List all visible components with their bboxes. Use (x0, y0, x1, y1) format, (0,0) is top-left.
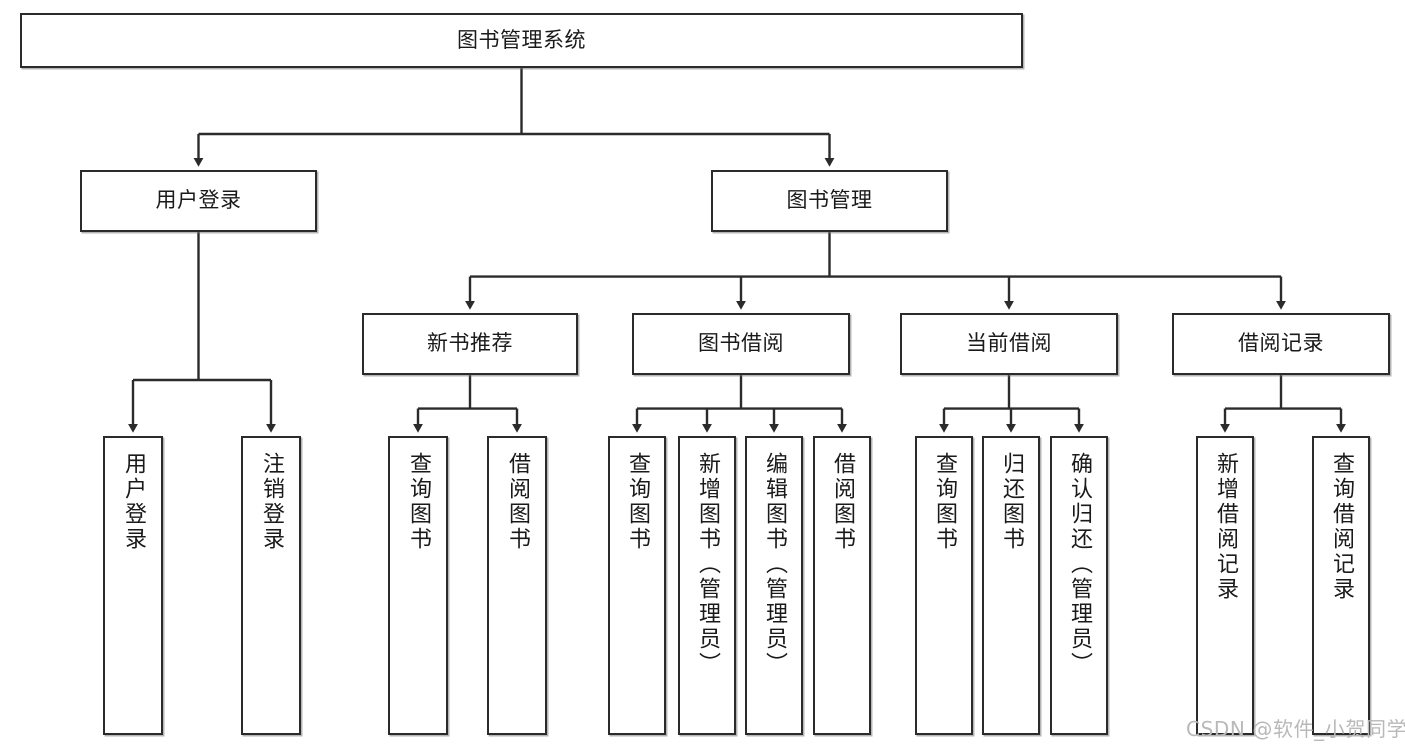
leaf-node-leaf-query-borrow-record[interactable]: 查询借阅记录 (1312, 436, 1370, 735)
leaf-node-leaf-borrow-book[interactable]: 借阅图书 (813, 436, 871, 735)
leaf-node-leaf-add-borrow-record[interactable]: 新增借阅记录 (1196, 436, 1254, 735)
leaf-node-leaf-query-book-rec[interactable]: 查询图书 (388, 436, 448, 735)
node-label: 查询借阅记录 (1329, 452, 1354, 602)
node-borrow-record[interactable]: 借阅记录 (1172, 313, 1390, 375)
node-label: 借阅图书 (830, 452, 855, 552)
leaf-node-leaf-return-book[interactable]: 归还图书 (982, 436, 1040, 735)
leaf-node-leaf-add-book-admin[interactable]: 新增图书（管理员） (678, 436, 736, 735)
node-label: 借阅图书 (505, 452, 530, 552)
node-label: 查询图书 (932, 452, 957, 552)
leaf-node-leaf-confirm-return-admin[interactable]: 确认归还（管理员） (1050, 436, 1108, 735)
node-book-borrow[interactable]: 图书借阅 (632, 313, 850, 375)
node-label: 新增图书（管理员） (695, 452, 720, 677)
node-label: 图书管理系统 (457, 27, 586, 52)
leaf-node-leaf-borrow-book-rec[interactable]: 借阅图书 (487, 436, 547, 735)
node-label: 图书管理 (786, 188, 873, 213)
node-label: 当前借阅 (966, 331, 1052, 356)
node-label: 用户登录 (121, 452, 146, 552)
node-label: 借阅记录 (1238, 331, 1324, 356)
node-current-borrow[interactable]: 当前借阅 (900, 313, 1118, 375)
leaf-node-leaf-user-login[interactable]: 用户登录 (103, 436, 163, 735)
node-label: 用户登录 (155, 188, 242, 213)
node-user-login[interactable]: 用户登录 (80, 170, 317, 232)
leaf-node-leaf-user-logout[interactable]: 注销登录 (241, 436, 301, 735)
node-label: 新增借阅记录 (1213, 452, 1238, 602)
node-label: 图书借阅 (698, 331, 784, 356)
node-label: 新书推荐 (427, 331, 513, 356)
csdn-watermark: CSDN @软件_小贺同学 (1186, 717, 1405, 741)
node-label: 编辑图书（管理员） (762, 452, 787, 677)
node-new-book-recommend[interactable]: 新书推荐 (362, 313, 578, 375)
node-book-manage[interactable]: 图书管理 (711, 170, 948, 232)
node-label: 查询图书 (625, 452, 650, 552)
leaf-node-leaf-query-book-borrow[interactable]: 查询图书 (608, 436, 666, 735)
node-label: 查询图书 (406, 452, 431, 552)
node-label: 确认归还（管理员） (1067, 452, 1092, 677)
leaf-node-leaf-query-book-cur[interactable]: 查询图书 (915, 436, 973, 735)
node-label: 注销登录 (259, 452, 284, 552)
node-label: 归还图书 (999, 452, 1024, 552)
leaf-node-leaf-edit-book-admin[interactable]: 编辑图书（管理员） (745, 436, 803, 735)
node-root-system[interactable]: 图书管理系统 (20, 13, 1023, 68)
